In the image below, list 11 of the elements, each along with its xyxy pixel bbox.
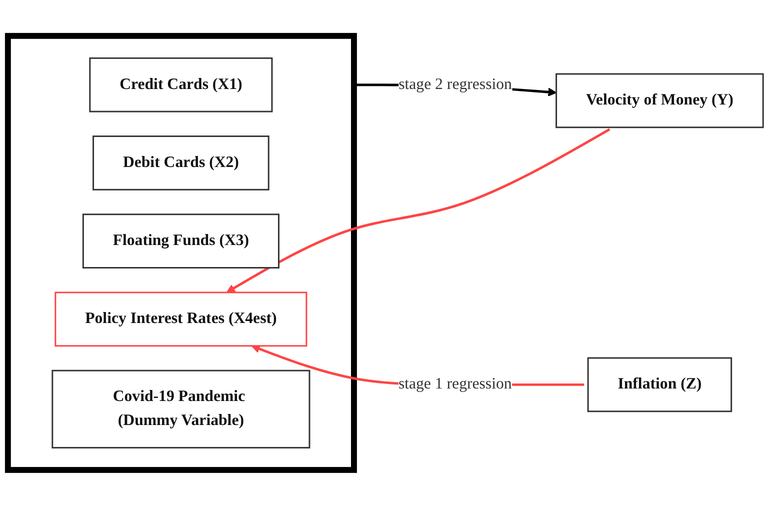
node-box: Floating Funds (X3) bbox=[82, 214, 280, 269]
node-box: Inflation (Z) bbox=[587, 357, 732, 412]
cluster bbox=[4, 33, 357, 473]
node-box: Debit Cards (X2) bbox=[92, 136, 270, 190]
arrow bbox=[226, 128, 610, 293]
edge-label: stage 2 regression bbox=[398, 76, 512, 93]
node-box: Policy Interest Rates (X4est) bbox=[54, 292, 308, 347]
node-box: Credit Cards (X1) bbox=[89, 57, 273, 112]
edge-label: stage 1 regression bbox=[398, 376, 512, 393]
node-box: Velocity of Money (Y) bbox=[556, 73, 764, 128]
node-box: Covid-19 Pandemic (Dummy Variable) bbox=[52, 370, 310, 448]
